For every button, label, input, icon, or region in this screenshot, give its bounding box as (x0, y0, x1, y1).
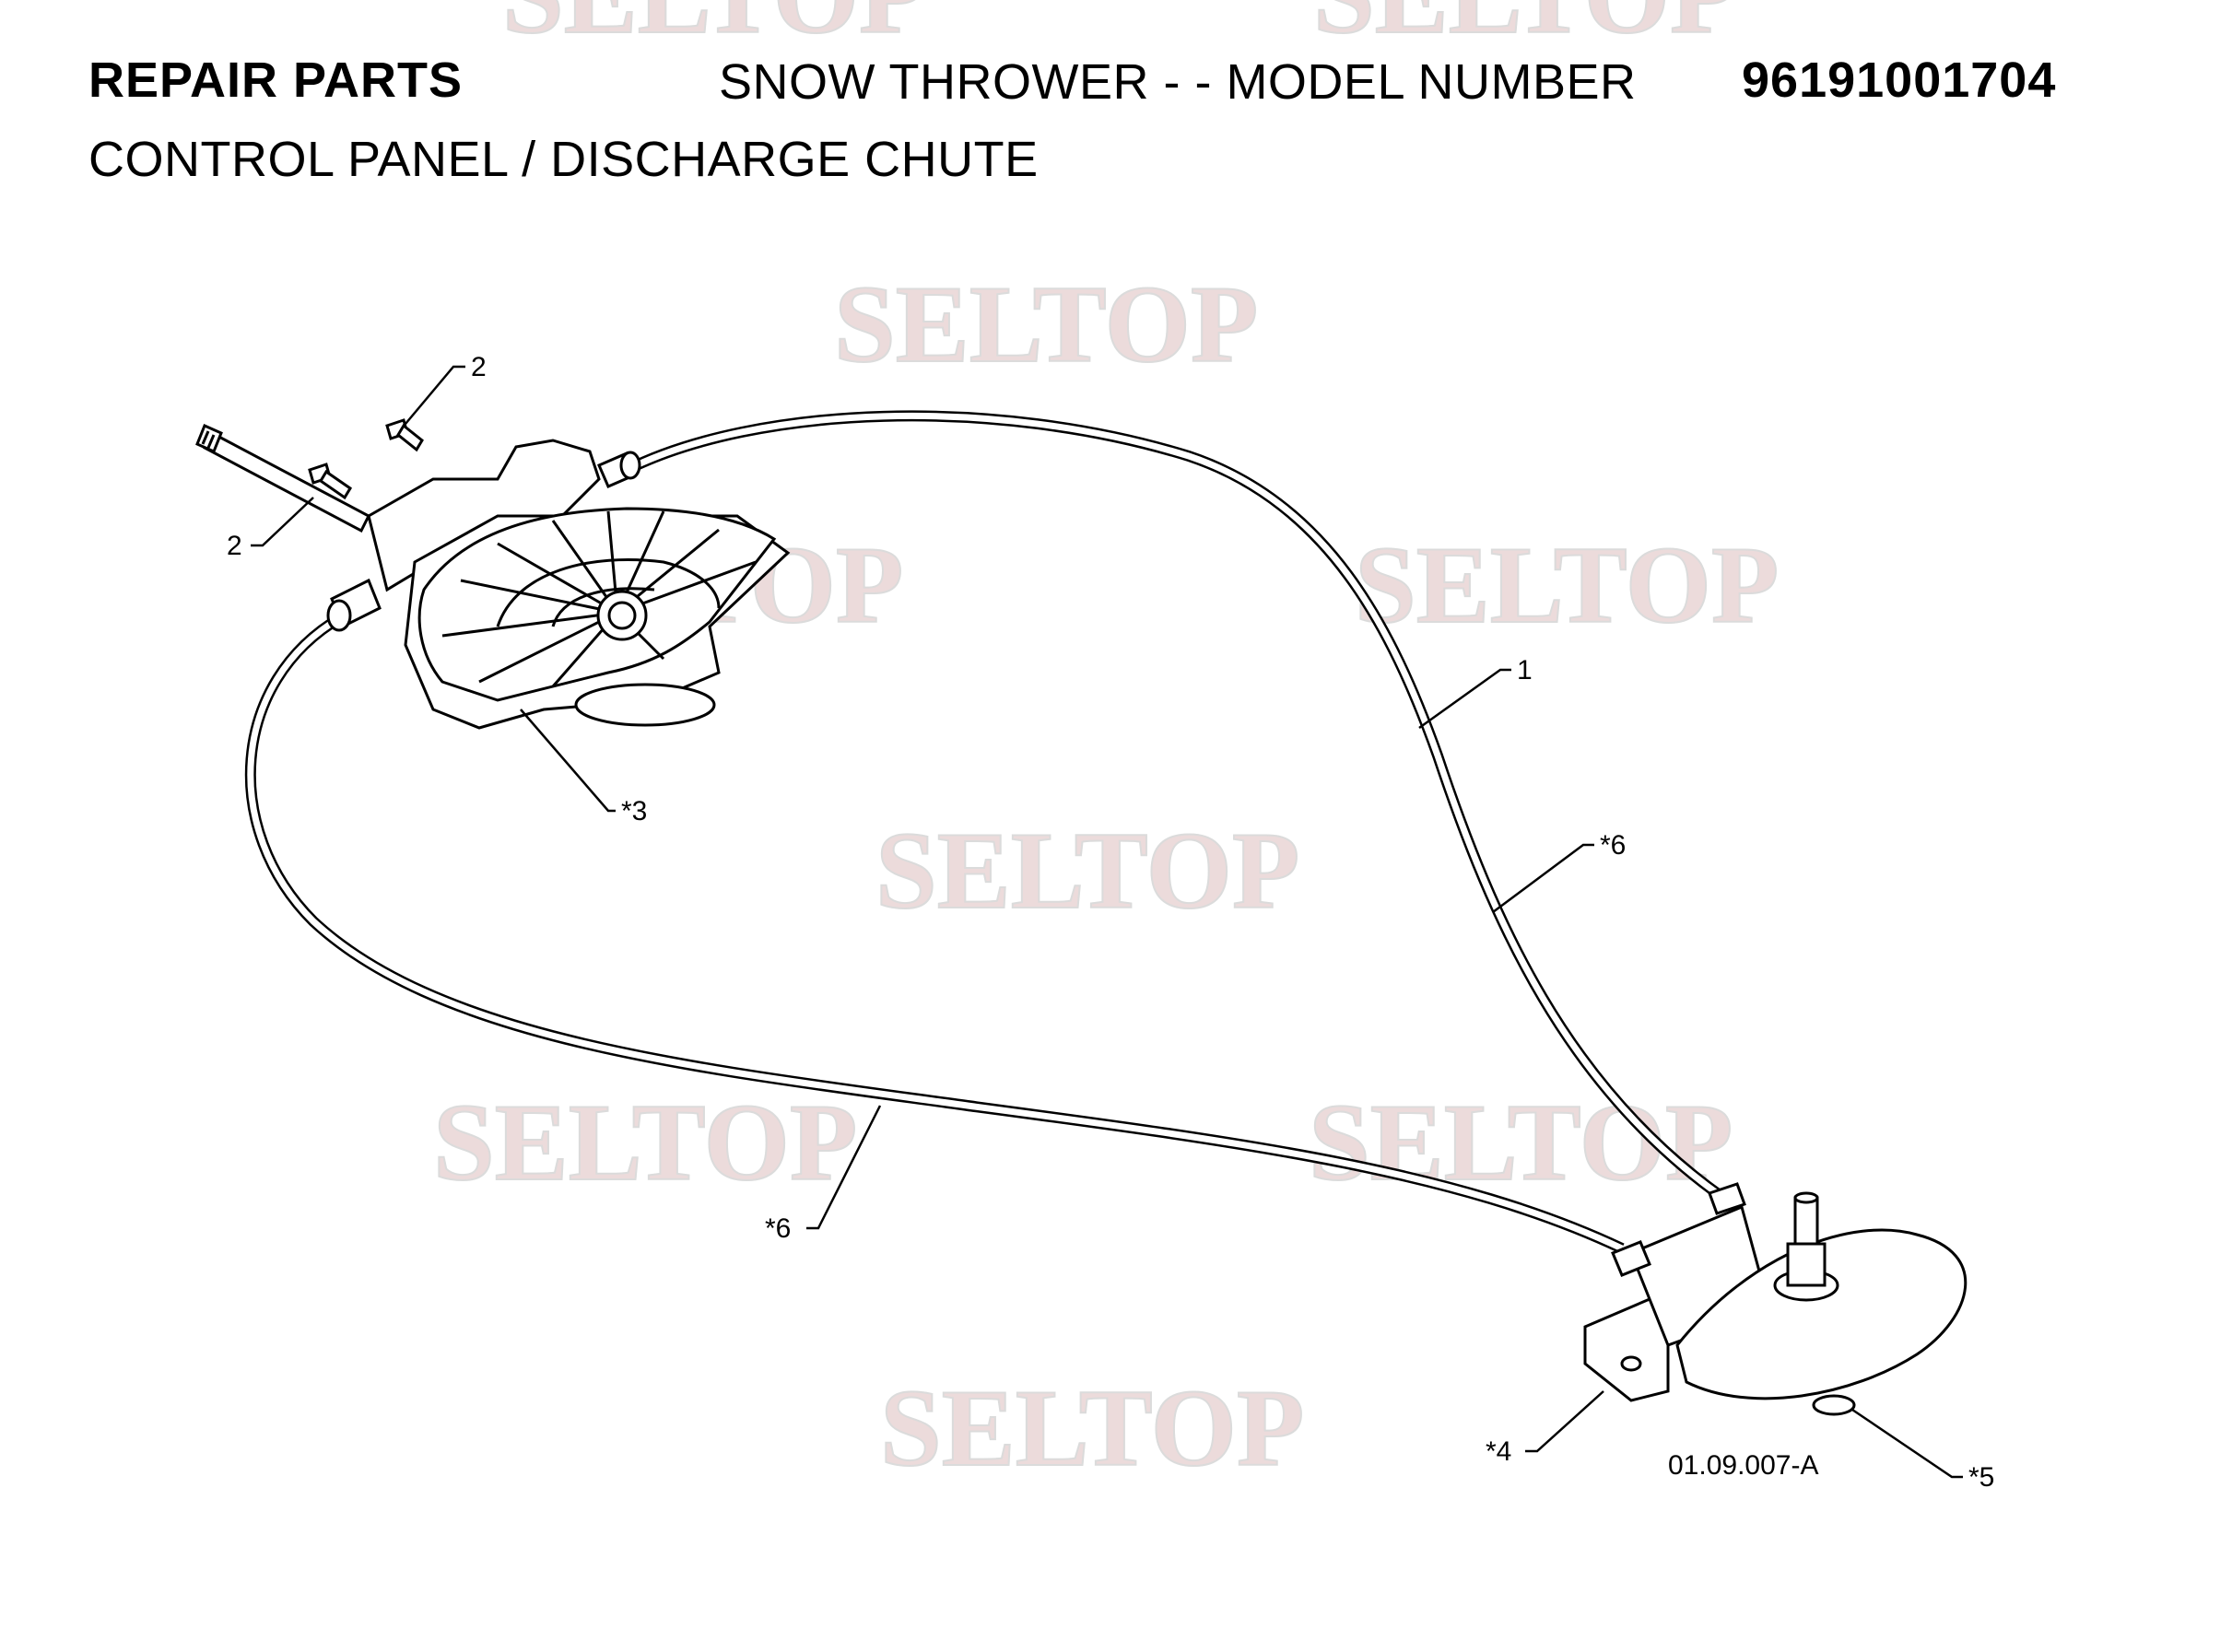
header-model-number: 96191001704 (1742, 53, 2057, 108)
callout-bolt-left: 2 (227, 531, 242, 561)
bolt-top-icon (385, 418, 424, 452)
callout-chute-base: *5 (1968, 1462, 1994, 1493)
header-section-title: REPAIR PARTS (88, 53, 464, 108)
watermark: SELTOP (502, 0, 926, 56)
chute-base-assembly (1583, 1182, 1968, 1416)
callout-cable-right: *6 (1600, 830, 1626, 861)
callout-cable-lower: *6 (765, 1213, 791, 1244)
header-product-title: SNOW THROWER - - MODEL NUMBER (719, 54, 1637, 110)
watermark: SELTOP (875, 809, 1299, 931)
control-panel-assembly (195, 423, 791, 730)
watermark-layer: SELTOP SELTOP SELTOP SELTOP SELTOP SELTO… (432, 0, 1780, 1490)
cable-upper (624, 410, 1727, 1202)
callout-bolt-top: 2 (471, 352, 487, 382)
callout-cable-upper: 1 (1517, 655, 1533, 685)
callout-bracket: *4 (1486, 1436, 1511, 1467)
cable-lower (244, 612, 1625, 1254)
callout-control-panel: *3 (621, 796, 647, 826)
watermark: SELTOP (1309, 1081, 1733, 1203)
watermark: SELTOP (433, 1081, 857, 1203)
drawing-number: 01.09.007-A (1668, 1450, 1818, 1481)
bolt-left-icon (308, 463, 353, 500)
watermark: SELTOP (1355, 523, 1779, 646)
watermark: SELTOP (1313, 0, 1737, 56)
header-subtitle: CONTROL PANEL / DISCHARGE CHUTE (88, 132, 1039, 187)
watermark: SELTOP (834, 263, 1258, 385)
watermark: SELTOP (880, 1366, 1304, 1489)
leader-lines (251, 365, 1963, 1479)
